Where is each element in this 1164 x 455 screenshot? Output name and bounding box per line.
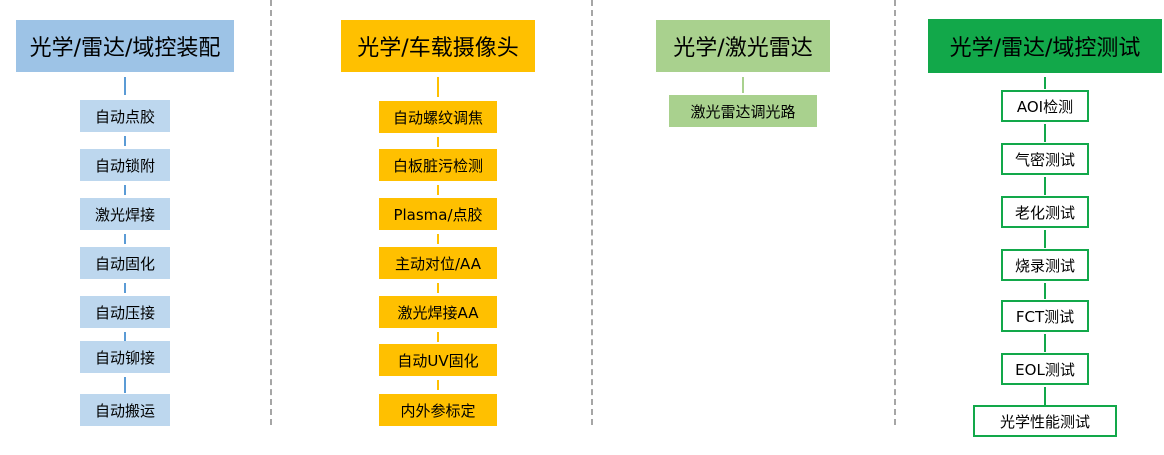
connector-line	[1044, 283, 1046, 299]
step-box: 气密测试	[1001, 143, 1089, 175]
step-box: 自动铆接	[80, 341, 170, 373]
step-box: 自动搬运	[80, 394, 170, 426]
connector-line	[124, 332, 126, 342]
connector-line	[1044, 124, 1046, 142]
header-assembly: 光学/雷达/域控装配	[16, 20, 234, 72]
connector-line	[1044, 230, 1046, 248]
step-box: 自动固化	[80, 247, 170, 279]
header-lidar: 光学/激光雷达	[656, 20, 830, 72]
step-box: 烧录测试	[1001, 249, 1089, 281]
connector-line	[124, 377, 126, 393]
step-box: 自动锁附	[80, 149, 170, 181]
step-box: 自动UV固化	[379, 344, 497, 376]
connector-line	[1044, 177, 1046, 195]
column-divider-2	[591, 0, 593, 425]
header-camera: 光学/车载摄像头	[341, 20, 535, 72]
connector-line	[1044, 77, 1046, 89]
connector-line	[124, 77, 126, 95]
step-box: 自动点胶	[80, 100, 170, 132]
connector-line	[1044, 334, 1046, 352]
connector-line	[437, 77, 439, 97]
step-box: 激光焊接	[80, 198, 170, 230]
step-box: 自动螺纹调焦	[379, 101, 497, 133]
step-box: 内外参标定	[379, 394, 497, 426]
step-box: 光学性能测试	[973, 405, 1117, 437]
connector-line	[437, 283, 439, 293]
step-box: EOL测试	[1001, 353, 1089, 385]
step-box: 老化测试	[1001, 196, 1089, 228]
step-box: 自动压接	[80, 296, 170, 328]
column-divider-1	[270, 0, 272, 425]
connector-line	[124, 234, 126, 244]
step-box: 激光雷达调光路	[669, 95, 817, 127]
connector-line	[437, 234, 439, 244]
connector-line	[124, 185, 126, 195]
step-box: Plasma/点胶	[379, 198, 497, 230]
step-box: 激光焊接AA	[379, 296, 497, 328]
connector-line	[742, 77, 744, 93]
column-divider-3	[894, 0, 896, 425]
connector-line	[1044, 387, 1046, 405]
connector-line	[124, 136, 126, 146]
step-box: AOI检测	[1001, 90, 1089, 122]
connector-line	[124, 283, 126, 293]
connector-line	[437, 137, 439, 147]
step-box: FCT测试	[1001, 300, 1089, 332]
connector-line	[437, 185, 439, 195]
connector-line	[437, 380, 439, 390]
step-box: 主动对位/AA	[379, 247, 497, 279]
step-box: 白板脏污检测	[379, 149, 497, 181]
header-testing: 光学/雷达/域控测试	[928, 19, 1162, 73]
connector-line	[437, 332, 439, 342]
